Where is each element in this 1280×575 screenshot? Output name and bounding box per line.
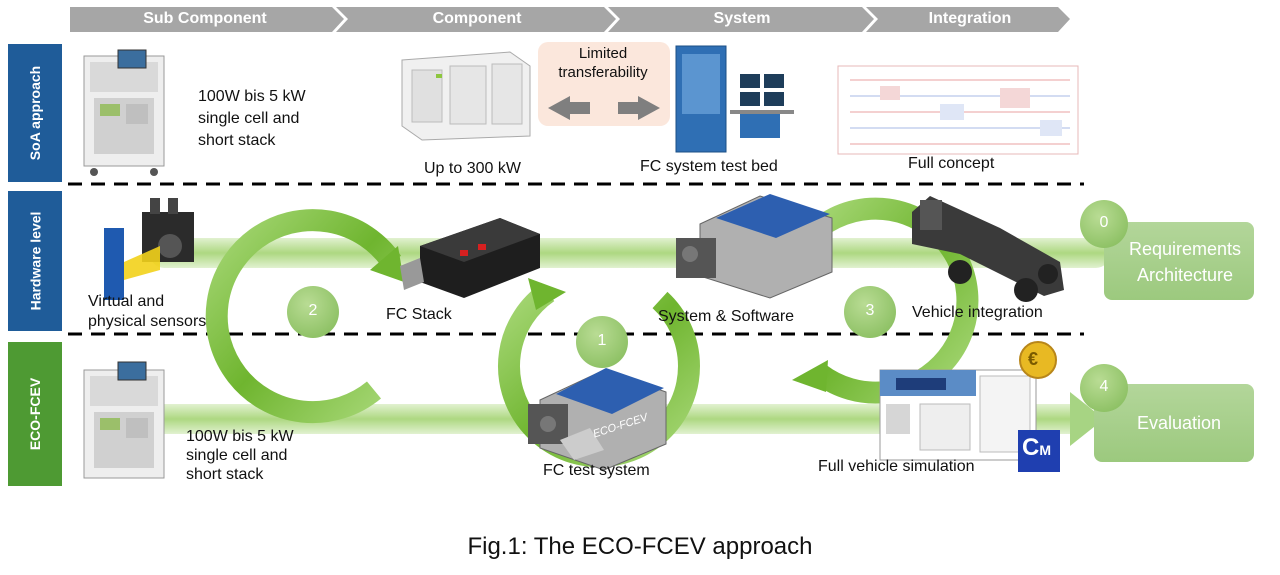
soa-system-label: FC system test bed (640, 158, 778, 175)
soa-subcomponent-label: 100W bis 5 kW single cell and short stac… (198, 88, 306, 149)
vehicle-chassis-image (912, 196, 1064, 302)
row-label-eco: ECO-FCEV (27, 377, 43, 451)
evaluation-label: Evaluation (1136, 413, 1222, 433)
vehicle-simulation-image (879, 369, 1037, 461)
fc-stack-image (400, 218, 540, 298)
requirements-number: 0 (1099, 214, 1109, 231)
limited-transferability-label: Limited transferability (558, 45, 648, 81)
system-software-label: System & Software (658, 308, 795, 325)
row-label-soa: SoA approach (27, 65, 44, 161)
evaluation-box (1094, 384, 1254, 462)
fc-test-system-image (528, 368, 667, 471)
cycle-number-3: 3 (865, 302, 875, 319)
header-step-integration: Integration (928, 10, 1012, 27)
cycle-ring-2 (205, 209, 402, 424)
arrow-left-icon (548, 96, 590, 120)
cycle-number-2: 2 (308, 302, 318, 319)
fc-system-module-image (676, 194, 833, 299)
header-step-subcomponent: Sub Component (143, 10, 267, 27)
fc-test-system-label: FC test system (543, 462, 650, 479)
evaluation-number: 4 (1099, 378, 1109, 395)
requirements-box (1104, 222, 1254, 300)
header-step-component: Component (432, 10, 522, 27)
euro-glyph: € (1028, 349, 1039, 369)
cm-logo-text: CM (1022, 434, 1052, 461)
sensors-image (104, 198, 194, 300)
eco-band-arrow (1070, 392, 1104, 446)
row-label-hardware: Hardware level (27, 211, 43, 311)
header-step-system: System (713, 10, 771, 27)
fc-stack-label: FC Stack (386, 306, 452, 323)
system-test-bed-image (675, 45, 794, 153)
test-station-eco-image (83, 361, 165, 479)
cycle-disk-3 (844, 286, 896, 338)
row-bar-eco (8, 342, 62, 486)
sensors-label: Virtual and physical sensors (88, 293, 207, 330)
test-station-soa-image (83, 49, 165, 176)
arrow-right-icon (618, 96, 660, 120)
header-chevrons (70, 7, 1070, 32)
full-vehicle-simulation-label: Full vehicle simulation (818, 458, 975, 475)
eco-subcomponent-label: 100W bis 5 kW single cell and short stac… (186, 428, 294, 483)
soa-integration-label: Full concept (908, 155, 995, 172)
figure-caption: Fig.1: The ECO-FCEV approach (467, 533, 813, 560)
cycle-number-1: 1 (597, 332, 607, 349)
row-bar-hardware (8, 191, 62, 331)
soa-component-label: Up to 300 kW (424, 160, 521, 177)
cm-logo-icon (1018, 430, 1060, 472)
cycle-disk-1 (576, 316, 628, 368)
euro-coin-icon (1019, 341, 1057, 379)
cycle-disk-2 (287, 286, 339, 338)
vehicle-integration-label: Vehicle integration (912, 304, 1043, 321)
requirements-label: Requirements Architecture (1128, 239, 1242, 285)
row-bar-soa (8, 44, 62, 182)
full-concept-schematic-image (837, 65, 1079, 155)
component-test-cabinet-image (401, 51, 531, 141)
